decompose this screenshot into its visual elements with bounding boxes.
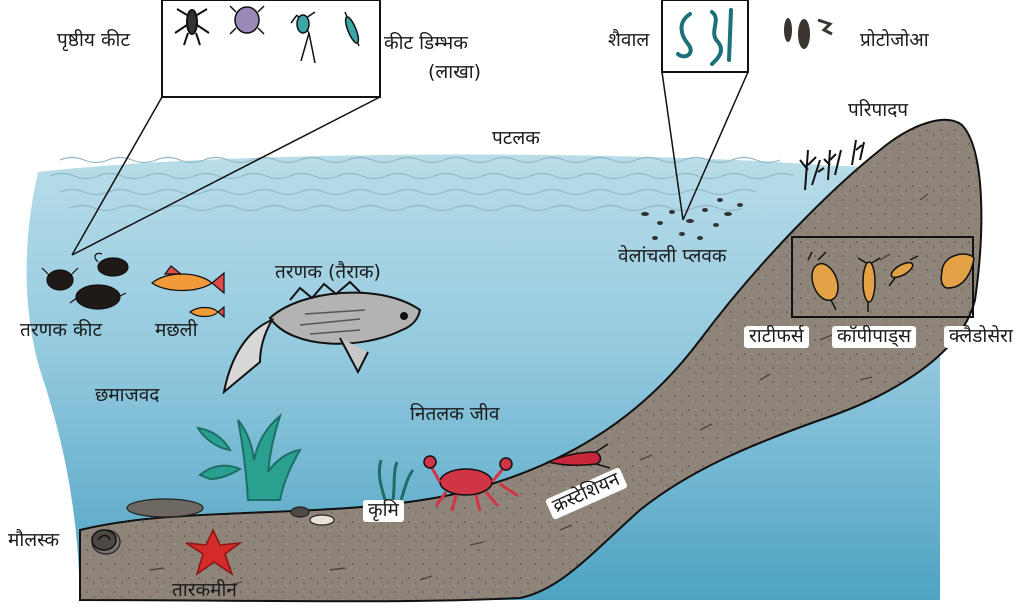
- label-insect-larvae-line2: (लाखा): [428, 62, 481, 84]
- label-worms: कृमि: [363, 500, 404, 522]
- label-periphyton: परिपादप: [848, 100, 908, 122]
- label-cladocera: क्लैडोसेरा: [944, 326, 1018, 348]
- label-benthic: नितलक जीव: [410, 404, 499, 426]
- surface-insect-inset: [162, 0, 380, 97]
- label-limnetic: छमाजवद: [95, 385, 159, 407]
- protozoa-icon: [784, 18, 832, 49]
- label-surface-film: पटलक: [492, 128, 540, 150]
- label-fish: मछली: [155, 320, 197, 342]
- label-molluscs: मौलस्क: [8, 530, 59, 552]
- label-starfish: तारकमीन: [172, 580, 237, 602]
- water-beetle-icon: [230, 6, 264, 34]
- label-surface-insects: पृष्ठीय कीट: [57, 30, 130, 52]
- label-littoral-plankton: वेलांचली प्लवक: [618, 246, 727, 268]
- label-protozoa: प्रोटोजोआ: [860, 30, 929, 52]
- label-swimming-insects: तरणक कीट: [20, 320, 102, 342]
- label-rotifers: राटीफर्स: [744, 326, 809, 348]
- label-algae: शैवाल: [608, 30, 649, 52]
- label-insect-larvae-line1: कीट डिम्भक: [384, 33, 468, 55]
- label-copepods: कॉपीपाड्स: [832, 326, 916, 348]
- mollusc-shell-icon: [92, 530, 116, 550]
- algae-protozoa-inset: [662, 0, 832, 72]
- label-swimmer: तरणक (तैराक): [275, 262, 381, 284]
